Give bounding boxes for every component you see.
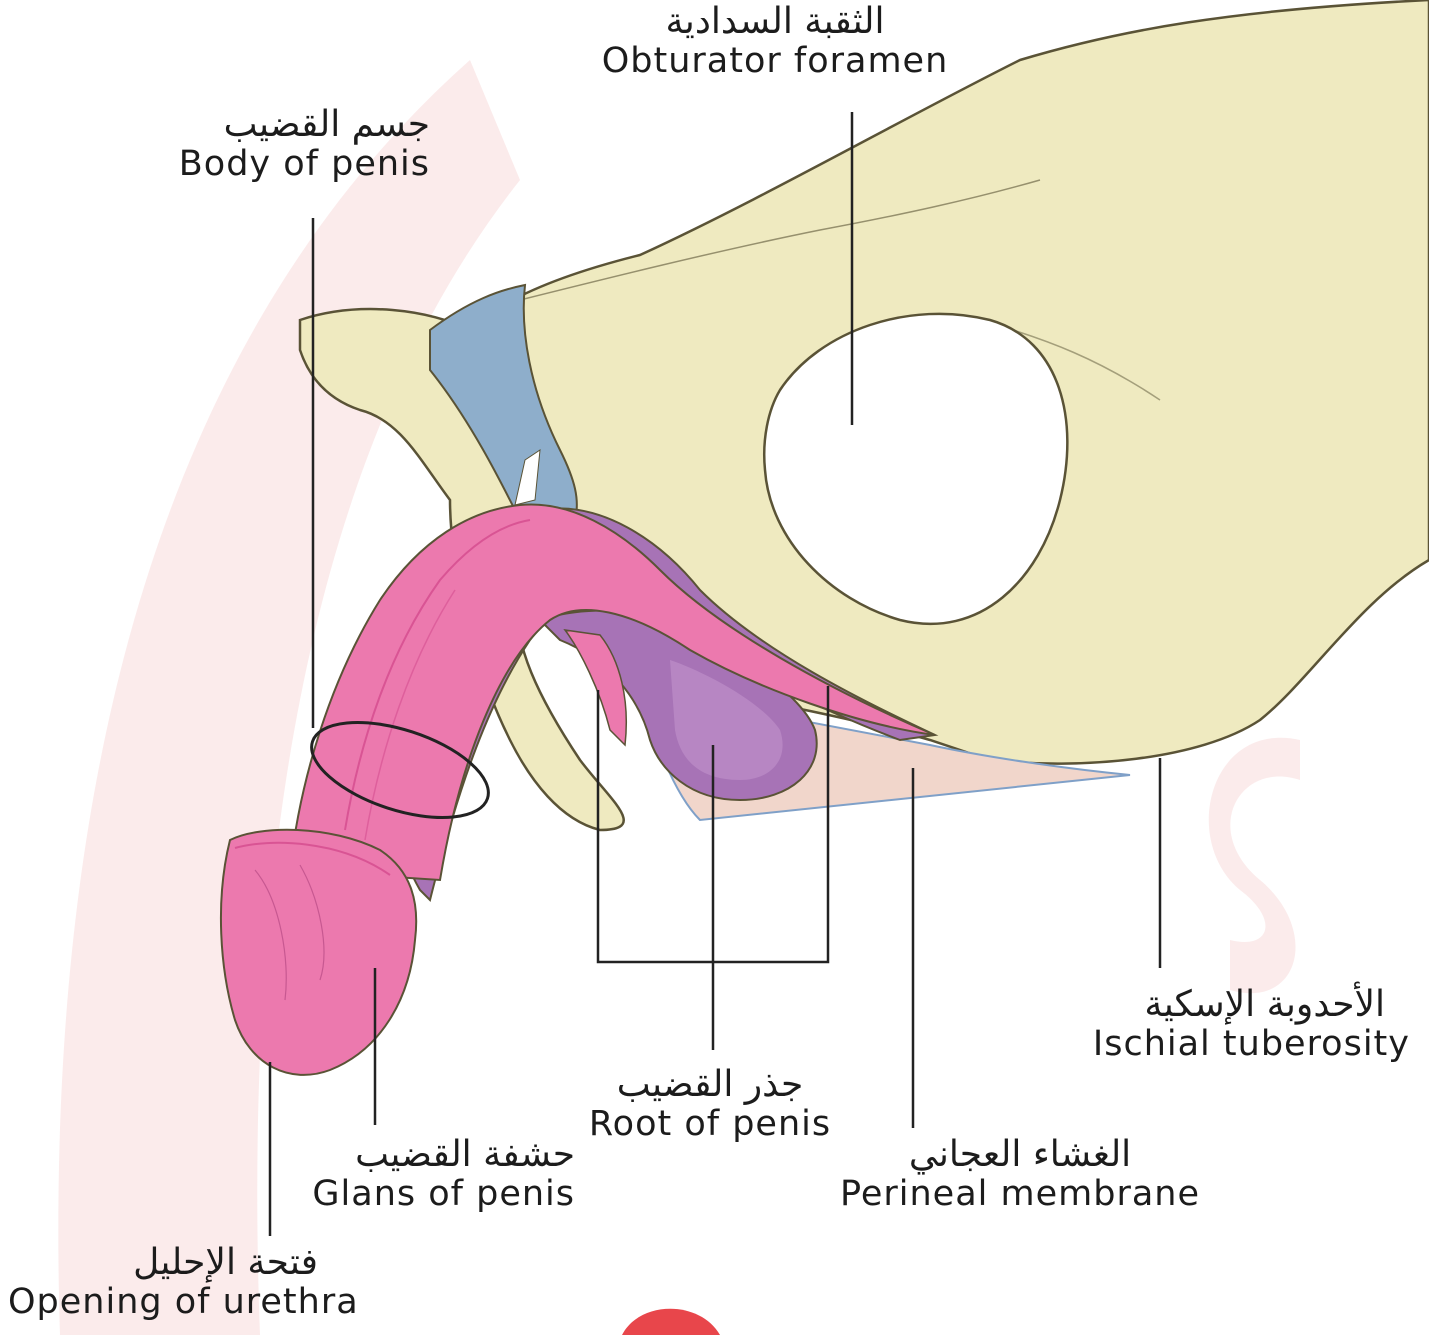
glans-of-penis bbox=[221, 830, 416, 1075]
label-glans-of-penis-ar: حشفة القضيب bbox=[270, 1135, 575, 1175]
label-perineal-membrane: الغشاء العجاني Perineal membrane bbox=[815, 1135, 1225, 1213]
label-body-of-penis-en: Body of penis bbox=[120, 145, 430, 184]
label-body-of-penis-ar: جسم القضيب bbox=[120, 105, 430, 145]
logo-red-shape bbox=[622, 1309, 720, 1335]
label-perineal-membrane-en: Perineal membrane bbox=[815, 1175, 1225, 1214]
label-body-of-penis: جسم القضيب Body of penis bbox=[120, 105, 430, 183]
label-opening-of-urethra-en: Opening of urethra bbox=[8, 1283, 398, 1322]
label-root-of-penis: جذر القضيب Root of penis bbox=[565, 1065, 855, 1143]
label-glans-of-penis-en: Glans of penis bbox=[270, 1175, 575, 1214]
label-obturator-foramen-ar: الثقبة السدادية bbox=[575, 2, 975, 42]
label-glans-of-penis: حشفة القضيب Glans of penis bbox=[270, 1135, 575, 1213]
label-perineal-membrane-ar: الغشاء العجاني bbox=[815, 1135, 1225, 1175]
label-ischial-tuberosity: الأحدوبة الإسكية Ischial tuberosity bbox=[1030, 985, 1410, 1063]
label-root-of-penis-en: Root of penis bbox=[565, 1105, 855, 1144]
label-opening-of-urethra: فتحة الإحليل Opening of urethra bbox=[8, 1243, 398, 1321]
label-ischial-tuberosity-en: Ischial tuberosity bbox=[1030, 1025, 1410, 1064]
label-ischial-tuberosity-ar: الأحدوبة الإسكية bbox=[1030, 985, 1410, 1025]
label-root-of-penis-ar: جذر القضيب bbox=[565, 1065, 855, 1105]
label-obturator-foramen-en: Obturator foramen bbox=[575, 42, 975, 81]
label-obturator-foramen: الثقبة السدادية Obturator foramen bbox=[575, 2, 975, 80]
label-opening-of-urethra-ar: فتحة الإحليل bbox=[8, 1243, 398, 1283]
